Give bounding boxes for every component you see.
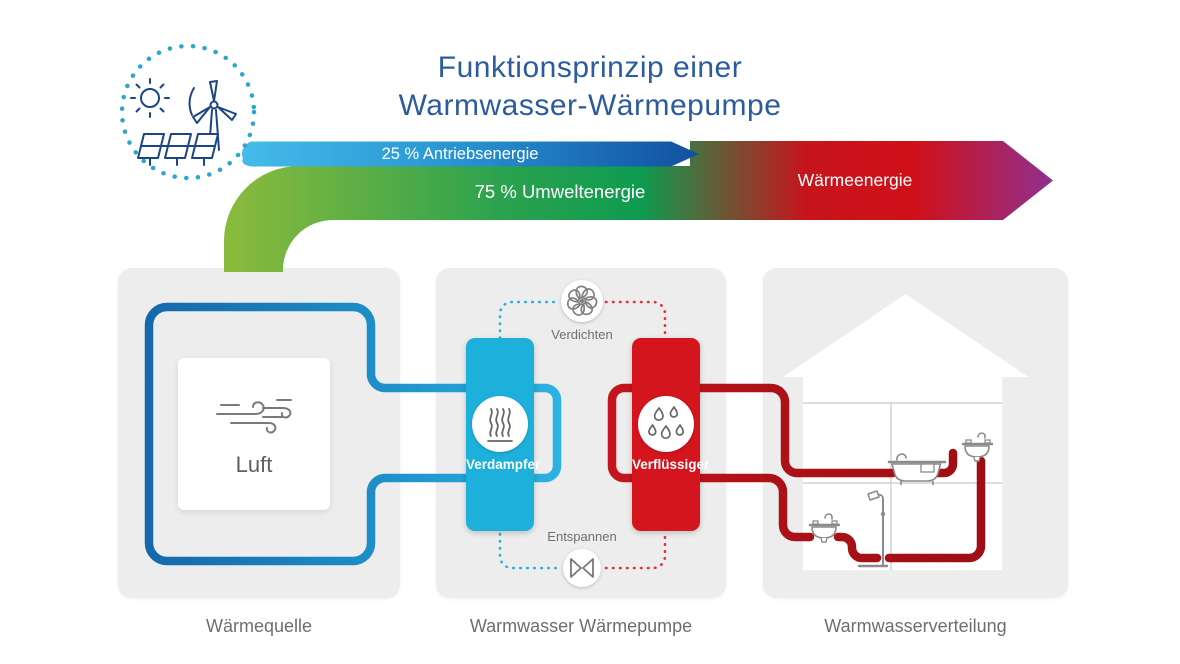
fan-icon bbox=[561, 280, 603, 322]
droplets-icon bbox=[638, 396, 694, 452]
expand-label: Entspannen bbox=[547, 529, 617, 544]
air-source-card: Luft bbox=[178, 358, 330, 510]
shower-icon bbox=[857, 490, 889, 568]
refrigerant-dotted-circuit bbox=[498, 300, 667, 570]
compress-label: Verdichten bbox=[551, 327, 613, 342]
caption-distribution: Warmwasserverteilung bbox=[824, 616, 1007, 636]
condenser-label: Verflüssiger bbox=[632, 457, 710, 472]
page-title-line1: Funktionsprinzip einer bbox=[437, 51, 743, 84]
environment-energy-label: 75 % Umweltenergie bbox=[474, 181, 646, 202]
air-label: Luft bbox=[235, 452, 273, 477]
environment-energy-band bbox=[224, 141, 1053, 272]
hot-pipe-circuit bbox=[607, 383, 986, 563]
drive-energy-arrow bbox=[241, 141, 699, 167]
renewable-energy-icon bbox=[119, 43, 257, 181]
caption-heat-source: Wärmequelle bbox=[205, 616, 313, 636]
caption-heat-pump: Warmwasser Wärmepumpe bbox=[469, 616, 693, 636]
page-title-line2: Warmwasser-Wärmepumpe bbox=[398, 89, 782, 122]
evaporator-label: Verdampfer bbox=[466, 457, 541, 472]
evaporator-box: Verdampfer bbox=[466, 338, 541, 531]
expansion-valve-icon bbox=[563, 549, 601, 587]
drive-energy-label: 25 % Antriebsenergie bbox=[381, 145, 539, 163]
cold-pipe-circuit bbox=[144, 302, 562, 566]
wind-icon bbox=[216, 399, 292, 434]
bathtub-icon bbox=[887, 453, 947, 485]
steam-icon bbox=[472, 396, 528, 452]
condenser-box: Verflüssiger bbox=[632, 338, 710, 531]
heat-energy-label: Wärmeenergie bbox=[797, 170, 913, 190]
